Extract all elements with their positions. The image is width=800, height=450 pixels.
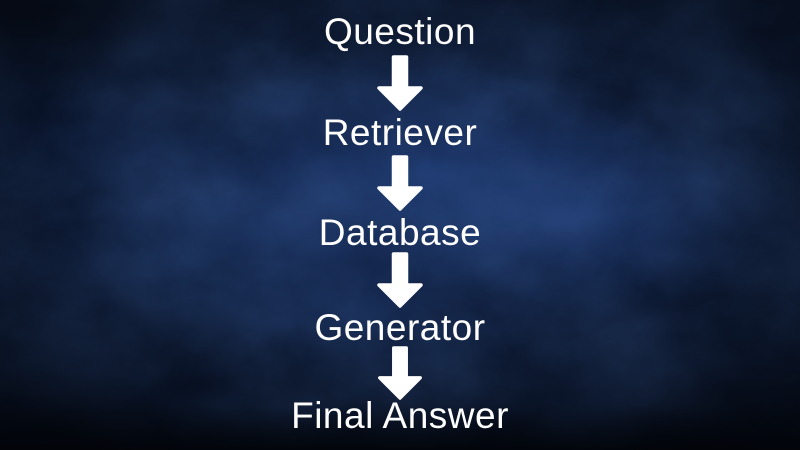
arrow-down-icon <box>378 346 422 400</box>
flow-node-retriever: Retriever <box>322 112 478 153</box>
arrow-down-icon <box>377 55 423 111</box>
arrow-down-icon <box>377 155 423 211</box>
flow-node-database: Database <box>318 212 482 253</box>
flow-node-final-answer: Final Answer <box>291 395 509 436</box>
arrow-down-icon <box>377 252 423 308</box>
flow-node-question: Question <box>323 11 477 52</box>
flow-node-generator: Generator <box>314 307 486 348</box>
